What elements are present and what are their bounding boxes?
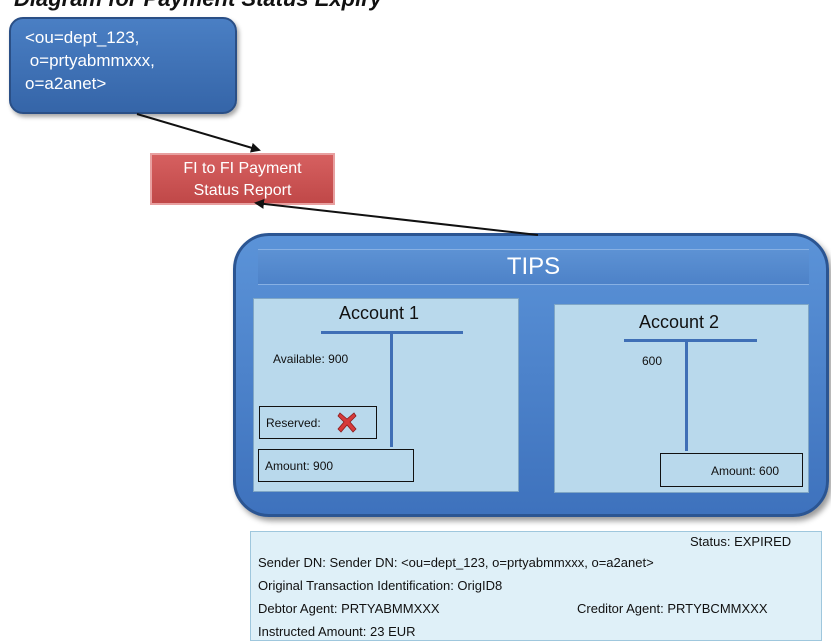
report-line-1: FI to FI Payment bbox=[183, 160, 302, 177]
creditor-agent: Creditor Agent: PRTYBCMMXXX bbox=[577, 601, 768, 616]
account-2-t-bar bbox=[624, 339, 757, 342]
status-details-box: Status: EXPIRED Sender DN: Sender DN: <o… bbox=[250, 531, 822, 641]
sender-dn-line-3: o=a2anet> bbox=[25, 74, 107, 93]
status-label: Status: EXPIRED bbox=[690, 534, 792, 549]
account-2-title: Account 2 bbox=[639, 312, 720, 332]
account-1-available: Available: 900 bbox=[273, 352, 349, 366]
payment-status-report-box: FI to FI Payment Status Report bbox=[150, 153, 335, 205]
diagram-heading: Diagram for Payment Status Expiry bbox=[14, 0, 382, 12]
sender-dn-detail: Sender DN: Sender DN: <ou=dept_123, o=pr… bbox=[258, 555, 654, 570]
sender-dn-box: <ou=dept_123, o=prtyabmmxxx, o=a2anet> bbox=[9, 17, 237, 114]
sender-dn-line-2: o=prtyabmmxxx, bbox=[25, 51, 155, 70]
report-line-2: Status Report bbox=[193, 182, 292, 199]
account-1-amount: Amount: 900 bbox=[265, 459, 334, 473]
account-1-panel: Account 1 Available: 900 Reserved: Amoun… bbox=[253, 298, 519, 492]
account-2-panel: Account 2 600 Amount: 600 bbox=[554, 304, 809, 493]
account-2-amount-box: Amount: 600 bbox=[660, 453, 803, 487]
debtor-agent: Debtor Agent: PRTYABMMXXX bbox=[258, 601, 440, 616]
reserved-cancelled-x-icon bbox=[337, 412, 357, 433]
tips-container: TIPS Account 1 Available: 900 Reserved: … bbox=[233, 233, 829, 517]
account-1-title: Account 1 bbox=[339, 303, 420, 323]
tips-to-report-arrow bbox=[254, 198, 539, 236]
account-1-reserved-label: Reserved: bbox=[266, 416, 321, 430]
account-2-t-stem bbox=[685, 341, 688, 451]
sender-dn-line-1: <ou=dept_123, bbox=[25, 28, 140, 47]
account-1-amount-box: Amount: 900 bbox=[258, 449, 414, 482]
account-2-value: 600 bbox=[642, 354, 663, 368]
tips-header-band: TIPS bbox=[258, 249, 809, 285]
account-1-t-stem bbox=[390, 333, 393, 447]
account-1-reserved-box: Reserved: bbox=[259, 406, 377, 439]
original-transaction-id: Original Transaction Identification: Ori… bbox=[258, 578, 503, 593]
account-2-amount: Amount: 600 bbox=[711, 464, 780, 478]
account-1-t-bar bbox=[321, 331, 463, 334]
sender-to-report-arrow bbox=[136, 113, 261, 153]
tips-title: TIPS bbox=[506, 253, 561, 280]
